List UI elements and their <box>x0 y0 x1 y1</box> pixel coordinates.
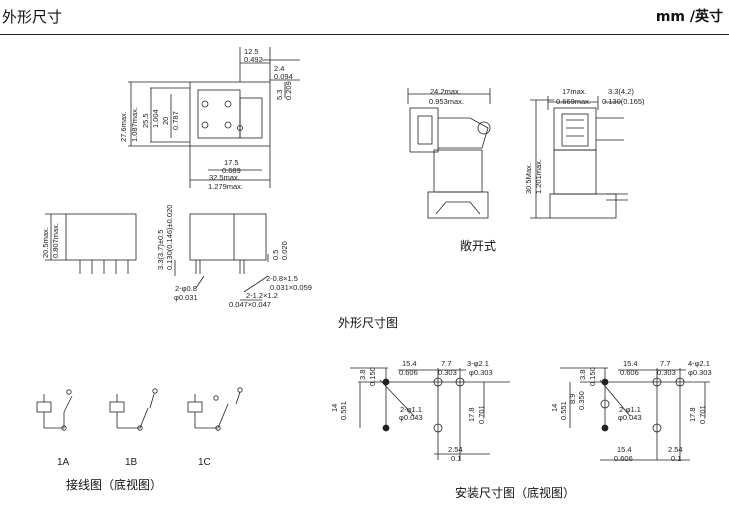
mount2-e: 14 <box>550 404 559 412</box>
mount1-h: 2.54 <box>448 445 463 454</box>
caption-open-type: 敞开式 <box>460 239 497 253</box>
side-view-drawing <box>45 213 137 274</box>
front-t1b: 0.020 <box>280 241 289 260</box>
mount2-fb: φ0.043 <box>618 413 642 422</box>
wiring-label-1b: 1B <box>125 457 138 468</box>
mount1-fb: φ0.043 <box>399 413 423 422</box>
side-h1a: 20.5max. <box>41 227 50 258</box>
mount1-bb: 0.303 <box>438 368 457 377</box>
top-d3a: 5.3 <box>275 90 284 100</box>
page-header: 外形尺寸 mm /英寸 <box>0 0 729 35</box>
front-p2b: 0.031×0.059 <box>270 283 312 292</box>
page-title: 外形尺寸 <box>2 8 63 26</box>
top-d1b: 0.492 <box>244 55 263 64</box>
mount1-gb: 0.701 <box>477 405 486 424</box>
mount1-f: 2-φ1.1 <box>400 405 422 414</box>
open-w1b: 0.953max. <box>429 97 464 106</box>
mount2-a: 15.4 <box>623 359 638 368</box>
mount2-ib: 0.606 <box>614 454 633 463</box>
front-view-drawing <box>174 213 269 301</box>
mount1-cb: φ0.303 <box>469 368 493 377</box>
top-h1b: 1.087max. <box>130 107 139 142</box>
mount1-d: 3.8 <box>358 370 367 380</box>
open-type-drawing <box>407 88 628 219</box>
front-pin-a: 3.3(3.7)±0.5 <box>156 230 165 270</box>
side-h1b: 0.807max. <box>51 223 60 258</box>
front-p3a: 2-1.2×1.2 <box>246 291 278 300</box>
front-p2a: 2-0.8×1.5 <box>266 274 298 283</box>
caption-wiring: 接线图（底视图） <box>66 478 163 492</box>
mount2-db: 0.150 <box>588 367 597 386</box>
top-d2b: 0.094 <box>274 72 293 81</box>
mount1-ab: 0.606 <box>399 368 418 377</box>
open-w3a: 3.3(4.2) <box>608 87 634 96</box>
front-p3b: 0.047×0.047 <box>229 300 271 309</box>
mount2-i: 15.4 <box>617 445 632 454</box>
top-h1a: 27.6max. <box>119 111 128 142</box>
mount1-db: 0.150 <box>368 367 377 386</box>
mount1-eb: 0.551 <box>339 401 348 420</box>
units-label: mm /英寸 <box>655 9 723 25</box>
open-hb: 1.201max. <box>534 159 543 194</box>
open-w2a: 17max. <box>562 87 587 96</box>
top-d1a: 12.5 <box>244 47 259 56</box>
mount1-e: 14 <box>330 404 339 412</box>
mount2-d: 3.8 <box>578 370 587 380</box>
mount2-gb: 0.701 <box>698 405 707 424</box>
mount2-b: 7.7 <box>660 359 670 368</box>
mount2-sb: 0.350 <box>577 391 586 410</box>
wiring-label-1c: 1C <box>198 457 211 468</box>
top-w1a: 17.5 <box>224 158 239 167</box>
wiring-1c-symbol <box>187 387 243 431</box>
mount2-cb: φ0.303 <box>688 368 712 377</box>
mount2-ab: 0.606 <box>620 368 639 377</box>
caption-outline: 外形尺寸图 <box>338 316 399 330</box>
top-h3: 20 <box>161 117 170 125</box>
wiring-label-1a: 1A <box>57 457 70 468</box>
mount1-c: 3-φ2.1 <box>467 359 489 368</box>
front-pin-b: 0.130(0.146)±0.020 <box>165 205 174 270</box>
top-view-drawing <box>128 47 300 188</box>
mount2-c: 4-φ2.1 <box>688 359 710 368</box>
caption-mounting: 安装尺寸图（底视图） <box>455 486 576 500</box>
top-h2b: 1.004 <box>151 109 160 128</box>
mount1-g: 17.8 <box>467 407 476 422</box>
top-w2a: 32.5max. <box>209 173 240 182</box>
top-d3b: 0.209 <box>284 81 293 100</box>
mount2-s: 8.9 <box>568 394 577 404</box>
top-h3b: 0.787 <box>171 111 180 130</box>
front-p1a: 2-φ0.8 <box>175 284 197 293</box>
mount2-j: 2.54 <box>668 445 683 454</box>
mount1-a: 15.4 <box>402 359 417 368</box>
mount1-drawing <box>350 367 510 460</box>
mount1-b: 7.7 <box>441 359 451 368</box>
wiring-1b-symbol <box>109 388 158 431</box>
open-w1a: 24.2max. <box>430 87 461 96</box>
mount2-eb: 0.551 <box>559 401 568 420</box>
mount2-jb: 0.1 <box>671 454 681 463</box>
top-w1b: 0.689 <box>222 166 241 175</box>
mount2-drawing <box>560 367 710 461</box>
top-h2a: 25.5 <box>141 113 150 128</box>
front-p1b: φ0.031 <box>174 293 198 302</box>
open-w3b: 0.130(0.165) <box>602 97 645 106</box>
top-d2a: 2.4 <box>274 64 284 73</box>
top-w2b: 1.279max. <box>208 182 243 191</box>
wiring-1a-symbol <box>36 389 73 431</box>
open-ha: 30.5Max. <box>524 163 533 194</box>
mount1-hb: 0.1 <box>451 454 461 463</box>
mount2-f: 2-φ1.1 <box>619 405 641 414</box>
mount2-g: 17.8 <box>688 407 697 422</box>
open-w2b: 0.669max. <box>556 97 591 106</box>
mount2-bb: 0.303 <box>657 368 676 377</box>
front-t1a: 0.5 <box>271 250 280 260</box>
